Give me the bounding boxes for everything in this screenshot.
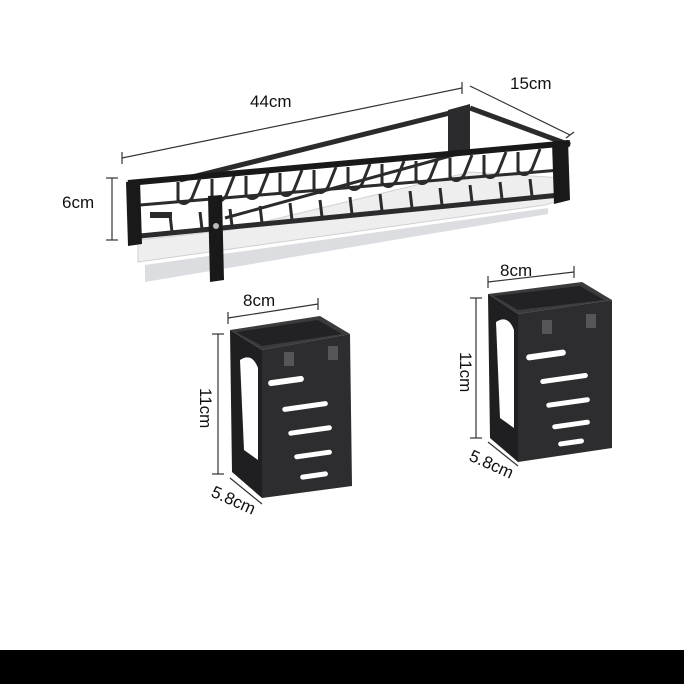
product-illustration: 44cm 15cm 6cm <box>62 74 612 518</box>
holder-left-height-label: 11cm <box>196 388 215 428</box>
rack-right-bracket <box>552 140 570 204</box>
rack-length-label: 44cm <box>250 92 292 111</box>
holder-left-width-label: 8cm <box>243 291 275 310</box>
holder-right-height-label: 11cm <box>456 352 475 392</box>
utensil-holder-left <box>230 316 352 498</box>
holder-left-dimensions <box>212 298 319 505</box>
utensil-holder-right <box>488 282 612 462</box>
holder-right-width-label: 8cm <box>500 261 532 280</box>
rack-left-bracket <box>126 180 142 246</box>
rack-height-label: 6cm <box>62 193 94 212</box>
spice-rack <box>126 104 571 282</box>
product-image: 44cm 15cm 6cm <box>0 0 684 650</box>
rack-depth-label: 15cm <box>510 74 552 93</box>
holder-right-dimensions <box>470 266 575 467</box>
rack-dimensions <box>106 82 575 241</box>
bottom-letterbox-bar <box>0 650 684 684</box>
